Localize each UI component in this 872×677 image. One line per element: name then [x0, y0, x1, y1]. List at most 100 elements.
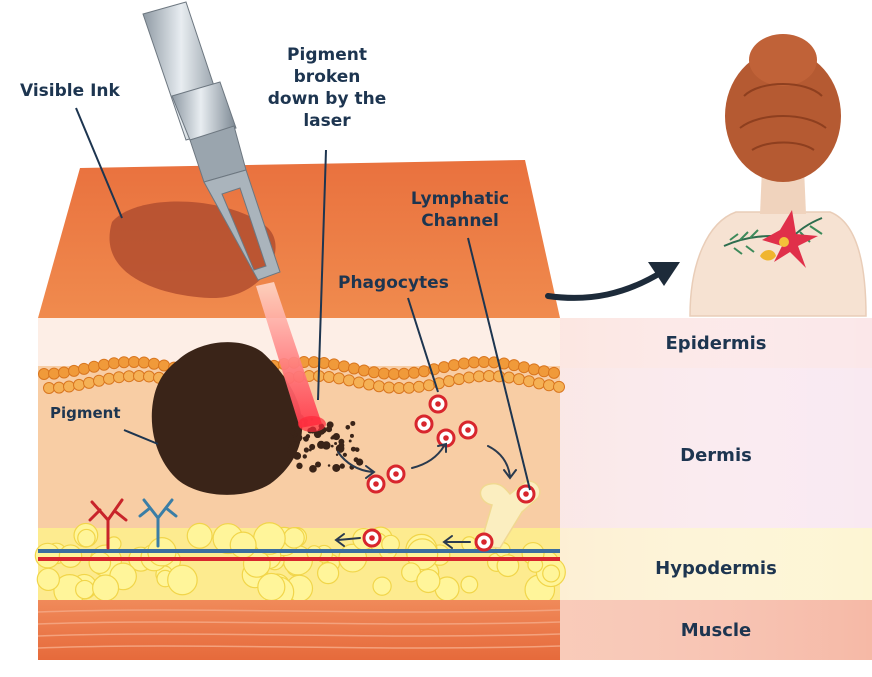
phagocyte-nucleus: [373, 481, 379, 487]
epidermis-bead: [328, 358, 340, 371]
epidermis-bead: [138, 356, 150, 369]
ink-fragment: [286, 448, 290, 452]
epidermis-bead: [408, 366, 420, 379]
ink-fragment: [302, 436, 306, 440]
label-visible-ink: Visible Ink: [20, 81, 120, 101]
ink-fragment: [293, 451, 302, 460]
ink-fragment: [348, 439, 352, 443]
person-shoulders: [689, 211, 867, 317]
ink-fragment: [339, 463, 345, 469]
epidermis-bead: [63, 380, 75, 393]
epidermis-bead: [418, 365, 430, 378]
fat-cell: [257, 572, 286, 602]
fat-cell: [416, 568, 441, 594]
phagocytes-group: [362, 394, 536, 552]
capillaries: [88, 498, 178, 550]
epidermis-bead: [98, 358, 110, 371]
ink-fragment: [349, 433, 354, 438]
leader-phagocytes: [407, 297, 439, 393]
ink-fragment: [315, 461, 322, 468]
epidermis-bead: [553, 380, 565, 393]
fat-cell: [460, 575, 479, 594]
epidermis-bead: [53, 381, 65, 394]
ink-fragment: [289, 428, 295, 435]
epidermis-bead: [533, 377, 545, 390]
epidermis-bead: [133, 370, 145, 383]
laser-impact-glow: [298, 416, 326, 432]
leader-lines: [75, 107, 531, 491]
ink-fragment: [291, 423, 297, 430]
epidermis-bead: [513, 373, 525, 386]
epidermis-bead: [478, 356, 490, 369]
ink-fragment: [317, 440, 326, 449]
label-pigment-broken-line2: broken: [293, 67, 361, 87]
epidermis-bead: [108, 357, 120, 370]
epidermis-bead: [118, 356, 130, 369]
epidermis-bead: [73, 378, 85, 391]
ink-fragment: [345, 424, 351, 430]
epidermis-bead: [368, 366, 380, 379]
phagocyte-nucleus: [369, 535, 375, 541]
epidermis-bead: [468, 356, 480, 369]
epidermis-bead: [348, 362, 360, 375]
ink-fragment: [354, 447, 358, 451]
epidermis-bead: [143, 370, 155, 383]
label-pigment-broken-line3: down by the: [267, 89, 387, 109]
curved-arrow-icon: [545, 269, 665, 301]
person-back-tattoo-icon: [689, 34, 867, 317]
ink-fragment: [332, 433, 340, 441]
phagocyte-nucleus: [443, 435, 449, 441]
hair-strands: [739, 83, 827, 151]
layer-bands: [560, 318, 872, 660]
ink-fragment: [285, 440, 291, 447]
layer-label-hypodermis: Hypodermis: [655, 558, 777, 579]
epidermis-bead: [148, 357, 160, 370]
fat-cell: [88, 551, 112, 575]
ink-fragment: [334, 442, 338, 446]
epidermis-bead: [383, 381, 395, 394]
label-lymphatic-channel: Lymphatic Channel: [400, 188, 520, 232]
epidermis-bead: [403, 381, 415, 394]
epidermis-bead: [358, 364, 370, 377]
fat-cell: [317, 562, 340, 585]
epidermis-bead: [323, 370, 335, 383]
curved-arrow-head: [648, 262, 680, 286]
epidermis-bead: [483, 370, 495, 383]
fat-cell: [406, 538, 439, 571]
epidermis-bead: [508, 359, 520, 372]
fat-cell: [372, 576, 392, 596]
epidermis-bead: [528, 363, 540, 376]
layer-label-muscle: Muscle: [680, 620, 752, 641]
fat-cell: [229, 531, 257, 559]
fat-cell: [34, 542, 61, 569]
epidermis-bead: [473, 370, 485, 383]
epidermis-bead: [548, 366, 560, 379]
handpiece-collar: [171, 81, 237, 141]
label-pigment-broken-line1: Pigment: [287, 45, 367, 65]
leader-pigment-broken: [317, 149, 327, 401]
ink-fragment: [335, 453, 339, 457]
fat-cell: [542, 564, 561, 583]
fat-cell: [283, 527, 305, 549]
epidermis-bead: [78, 362, 90, 375]
ink-fragment: [302, 454, 307, 459]
epidermis-bead: [93, 374, 105, 387]
epidermis-bead: [353, 376, 365, 389]
ink-fragment: [305, 434, 311, 439]
ink-fragment: [356, 458, 364, 466]
epidermis-bead: [308, 356, 320, 369]
epidermis-bead: [438, 361, 450, 374]
epidermis-bead: [343, 374, 355, 387]
ink-fragment: [350, 446, 356, 452]
phagocyte-nucleus: [435, 401, 441, 407]
epidermis-bead: [543, 379, 555, 392]
fat-cell: [58, 544, 83, 568]
ink-fragment: [342, 452, 347, 457]
label-pigment-broken-line4: laser: [303, 111, 351, 131]
phagocyte-nucleus: [421, 421, 427, 427]
flow-arrow-3: [487, 445, 517, 480]
ink-fragment: [303, 447, 309, 453]
flow-arrow-5: [334, 533, 361, 547]
leader-pigment: [123, 429, 159, 445]
flow-arrow-4: [442, 535, 471, 549]
